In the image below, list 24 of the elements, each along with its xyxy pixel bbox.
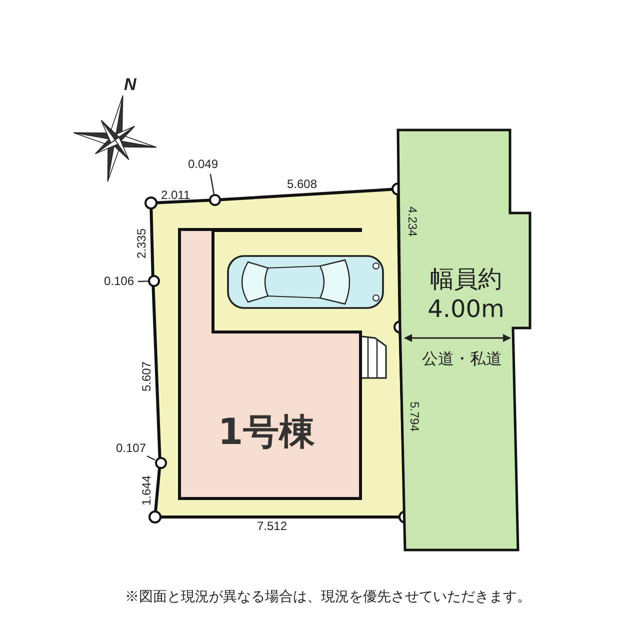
- dimension-label: 1.644: [140, 474, 154, 506]
- dimension-label: 0.049: [188, 158, 218, 171]
- road-type-label: 公道・私道: [421, 349, 503, 369]
- house-outline: [178, 228, 362, 500]
- road-area: [398, 130, 530, 550]
- dimension-label: 2.011: [161, 189, 190, 202]
- dimension-label: 5.607: [140, 360, 154, 392]
- north-label: N: [124, 76, 136, 94]
- boundary-marker: [209, 194, 221, 206]
- leader-line: [146, 455, 156, 461]
- note-text: ※図面と現況が異なる場合は、現況を優先させていただきます。: [125, 587, 531, 605]
- leader-line: [210, 174, 215, 194]
- dimension-label: 0.107: [116, 442, 146, 455]
- dimension-label: 0.106: [104, 275, 134, 288]
- dimension-label: 2.335: [136, 228, 149, 258]
- dimension-label: 5.794: [408, 400, 421, 432]
- dimension-label: 5.608: [287, 178, 318, 191]
- road-width-label: 幅員約4.00m: [426, 264, 506, 324]
- boundary-marker: [155, 457, 167, 469]
- dimension-label: 7.512: [257, 520, 288, 533]
- dimension-label: 4.234: [406, 206, 419, 236]
- leader-line: [138, 280, 148, 282]
- boundary-marker: [148, 275, 160, 287]
- house-label: 1号棟: [218, 413, 316, 453]
